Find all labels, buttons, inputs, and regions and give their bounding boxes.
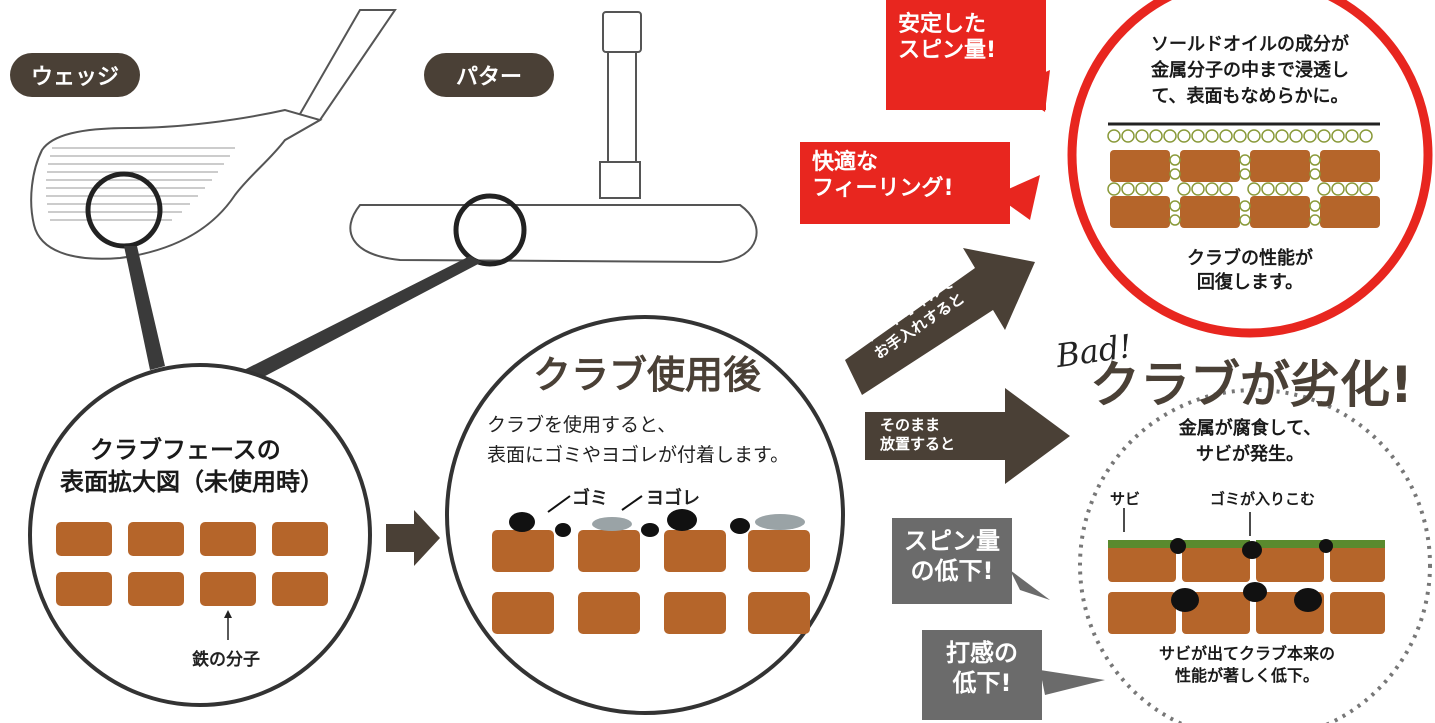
recover-line2: 回復します。 (1196, 272, 1304, 293)
recover-line1: クラブの性能が (1187, 248, 1313, 269)
putter-illustration (349, 11, 758, 267)
badge-spin-decrease: スピン量 の低下! (892, 518, 1012, 604)
bad-headline: クラブが劣化! (1090, 356, 1413, 414)
bad-bottom-line1: サビが出てクラブ本来の (1158, 644, 1335, 663)
dirt-label: ゴミ (572, 488, 608, 509)
unused-title-line2: 表面拡大図（未使用時） (60, 468, 324, 496)
wedge-label: ウェッジ (10, 53, 140, 97)
neglect-arrow-label: そのまま 放置すると (880, 416, 956, 453)
good-desc-line3: て、表面もなめらかに。 (1151, 86, 1349, 107)
putter-label: パター (424, 53, 554, 97)
rust-label: サビ (1110, 490, 1141, 508)
unused-title-line1: クラブフェースの (90, 436, 281, 464)
bad-desc-line2: サビが発生。 (1196, 444, 1304, 465)
grime-label: ヨゴレ (646, 488, 700, 509)
wedge-pointer (124, 246, 165, 370)
iron-molecules-unused (56, 522, 328, 606)
flow-arrow-oil (845, 248, 1035, 395)
badge-stable-spin: 安定した スピン量! (886, 0, 1046, 110)
used-desc-line1: クラブを使用すると、 (487, 414, 677, 436)
used-molecules (492, 495, 810, 634)
good-desc-line1: ソールドオイルの成分が (1151, 34, 1349, 55)
flow-arrow-neglect (865, 388, 1070, 484)
used-desc-line2: 表面にゴミやヨゴレが付着します。 (487, 444, 790, 466)
badge-feel-decrease: 打感の 低下! (922, 630, 1042, 720)
molecule-label: 鉄の分子 (192, 650, 260, 670)
oiled-molecules (1107, 129, 1380, 228)
used-title: クラブ使用後 (533, 353, 762, 397)
flow-arrow-1 (386, 510, 440, 566)
badge-comfortable-feeling: 快適な フィーリング! (800, 142, 1010, 224)
putter-pointer (240, 256, 482, 384)
dirt-in-label: ゴミが入りこむ (1210, 490, 1316, 508)
rusted-molecules (1108, 508, 1385, 634)
bad-bottom-line2: 性能が著しく低下。 (1174, 666, 1319, 685)
bad-desc-line1: 金属が腐食して、 (1178, 418, 1322, 439)
good-desc-line2: 金属分子の中まで浸透し (1151, 60, 1349, 81)
wedge-illustration (30, 9, 397, 260)
